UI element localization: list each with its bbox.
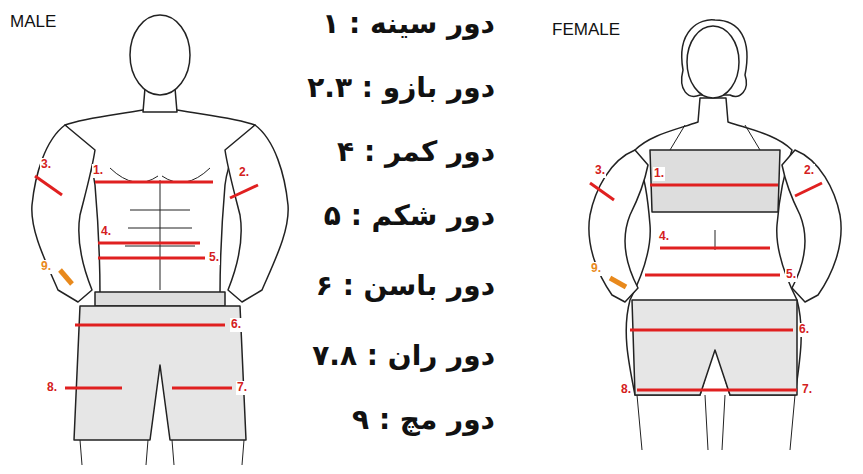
callout-number: 7. <box>801 383 813 397</box>
wrist-line <box>60 270 72 284</box>
callout-number: 9. <box>40 260 52 274</box>
callout-number: 7. <box>236 381 248 395</box>
legend-line: دور ران : ۷.۸ <box>312 340 495 372</box>
male-shorts <box>74 306 246 440</box>
female-shorts <box>632 300 797 395</box>
female-torso <box>626 98 801 395</box>
callout-number: 4. <box>100 225 112 239</box>
callout-number: 8. <box>620 383 632 397</box>
legend-line: دور کمر : ۴ <box>337 136 495 168</box>
male-arm <box>32 125 95 302</box>
legend-line: دور مچ : ۹ <box>352 404 495 436</box>
female-head <box>687 26 739 98</box>
callout-number: 6. <box>798 323 810 337</box>
callout-number: 2. <box>238 166 250 180</box>
measure-line <box>95 181 213 184</box>
female-top <box>650 150 780 212</box>
female-arm <box>589 150 648 302</box>
figure-heading: FEMALE <box>552 20 620 40</box>
measure-line <box>650 184 778 187</box>
measure-line <box>35 176 62 195</box>
male-head <box>130 15 190 95</box>
measure-line <box>660 247 770 250</box>
callout-number: 2. <box>803 164 815 178</box>
female-strap <box>670 125 760 250</box>
measure-line <box>65 387 122 390</box>
callout-number: 9. <box>590 262 602 276</box>
wrist-line <box>610 278 626 287</box>
callout-number: 1. <box>92 164 104 178</box>
legend-line: دور شکم : ۵ <box>324 200 495 232</box>
legend-line: دور سینه : ۱ <box>322 8 495 40</box>
legend-line: دور باسن : ۶ <box>316 270 495 302</box>
male-arm <box>225 125 288 302</box>
measure-line <box>98 257 205 260</box>
measure-line <box>637 389 797 392</box>
measure-line <box>630 329 793 332</box>
male-torso <box>65 110 255 295</box>
callout-number: 4. <box>658 230 670 244</box>
callout-number: 6. <box>230 318 242 332</box>
legend-line: دور بازو : ۲.۳ <box>307 72 495 104</box>
measure-line <box>98 242 200 245</box>
male-leg <box>80 440 244 465</box>
callout-number: 3. <box>40 158 52 172</box>
callout-number: 1. <box>653 167 665 181</box>
measure-line <box>172 387 232 390</box>
male-muscle <box>110 168 210 290</box>
measure-line <box>590 183 614 200</box>
measure-line <box>75 324 225 327</box>
callout-number: 5. <box>785 268 797 282</box>
callout-number: 8. <box>46 381 58 395</box>
male-waistband <box>95 292 225 306</box>
callout-number: 3. <box>594 164 606 178</box>
female-arm <box>782 150 841 302</box>
callout-number: 5. <box>208 251 220 265</box>
figure-heading: MALE <box>10 12 56 32</box>
measure-line <box>795 183 822 196</box>
female-leg <box>637 395 795 450</box>
measure-line <box>230 185 258 198</box>
measure-line <box>645 274 780 277</box>
